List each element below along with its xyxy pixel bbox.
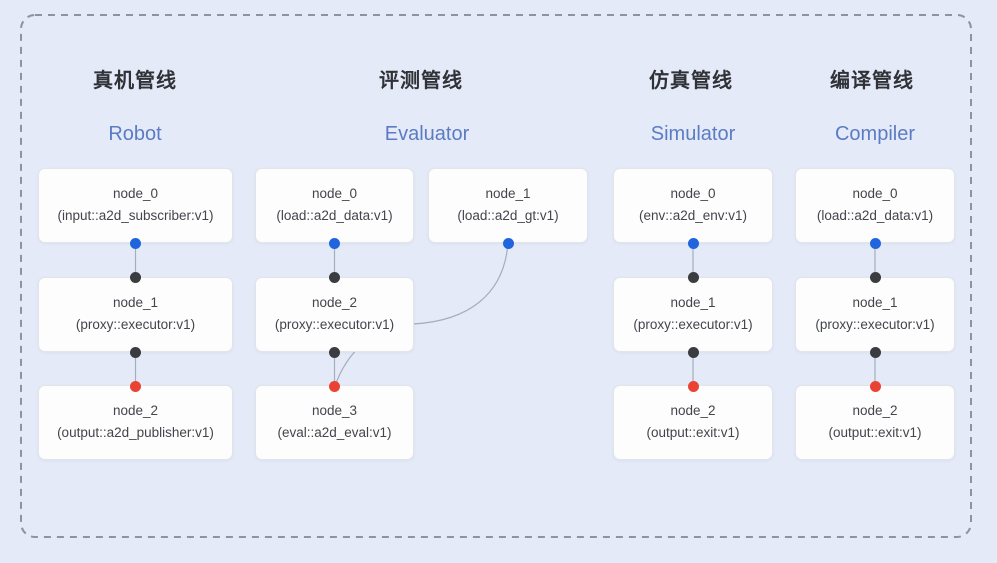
node-name: node_2 xyxy=(311,295,358,310)
node-robot-0: node_0 (input::a2d_subscriber:v1) xyxy=(38,168,233,243)
node-name: node_1 xyxy=(852,295,898,310)
port-dot-black-icon xyxy=(687,272,699,283)
port-dot-blue-icon xyxy=(687,237,699,249)
node-type: (load::a2d_gt:v1) xyxy=(457,208,559,223)
node-type: (output::a2d_publisher:v1) xyxy=(57,425,214,440)
pipeline-title-zh-compiler: 编译管线 xyxy=(830,70,914,92)
node-simulator-2: node_2 (output::exit:v1) xyxy=(613,385,773,460)
port-dot-black-icon xyxy=(329,346,340,358)
node-evaluator-2: node_2 (proxy::executor:v1) xyxy=(255,277,414,352)
node-evaluator-1: node_1 (load::a2d_gt:v1) xyxy=(428,168,588,243)
node-name: node_0 xyxy=(112,186,159,201)
port-dot-black-icon xyxy=(869,272,881,283)
port-dot-red-icon xyxy=(329,380,340,392)
node-robot-1: node_1 (proxy::executor:v1) xyxy=(38,277,233,352)
node-type: (proxy::executor:v1) xyxy=(274,317,395,332)
port-dot-black-icon xyxy=(869,346,881,358)
node-compiler-2: node_2 (output::exit:v1) xyxy=(795,385,955,460)
node-type: (proxy::executor:v1) xyxy=(633,317,753,332)
node-type: (output::exit:v1) xyxy=(646,425,740,440)
pipeline-title-zh-evaluator: 评测管线 xyxy=(379,70,463,92)
node-name: node_3 xyxy=(311,403,358,418)
node-compiler-1: node_1 (proxy::executor:v1) xyxy=(795,277,955,352)
node-type: (proxy::executor:v1) xyxy=(815,317,935,332)
node-type: (env::a2d_env:v1) xyxy=(638,208,748,223)
node-evaluator-3: node_3 (eval::a2d_eval:v1) xyxy=(255,385,414,460)
node-name: node_2 xyxy=(670,403,716,418)
node-name: node_0 xyxy=(852,186,898,201)
port-dot-blue-icon xyxy=(502,237,514,249)
node-name: node_0 xyxy=(311,186,358,201)
port-dot-blue-icon xyxy=(869,237,881,249)
node-type: (proxy::executor:v1) xyxy=(75,317,196,332)
pipeline-title-en-compiler: Compiler xyxy=(834,123,916,145)
node-simulator-1: node_1 (proxy::executor:v1) xyxy=(613,277,773,352)
node-name: node_1 xyxy=(670,295,716,310)
pipeline-title-en-simulator: Simulator xyxy=(650,123,736,145)
pipeline-title-en-robot: Robot xyxy=(108,123,162,145)
port-dot-blue-icon xyxy=(329,237,340,249)
port-dot-blue-icon xyxy=(130,237,141,249)
node-name: node_2 xyxy=(112,403,159,418)
pipeline-title-zh-simulator: 仿真管线 xyxy=(649,70,733,92)
port-dot-black-icon xyxy=(130,346,141,358)
node-type: (load::a2d_data:v1) xyxy=(276,208,393,223)
node-type: (input::a2d_subscriber:v1) xyxy=(57,208,214,223)
node-robot-2: node_2 (output::a2d_publisher:v1) xyxy=(38,385,233,460)
node-name: node_1 xyxy=(485,186,531,201)
node-name: node_1 xyxy=(112,295,159,310)
node-simulator-0: node_0 (env::a2d_env:v1) xyxy=(613,168,773,243)
pipeline-title-zh-robot: 真机管线 xyxy=(93,70,177,92)
node-type: (load::a2d_data:v1) xyxy=(816,208,934,223)
node-name: node_2 xyxy=(852,403,898,418)
port-dot-black-icon xyxy=(130,272,141,283)
port-dot-red-icon xyxy=(687,380,699,392)
port-dot-red-icon xyxy=(869,380,881,392)
node-compiler-0: node_0 (load::a2d_data:v1) xyxy=(795,168,955,243)
dashed-border xyxy=(20,14,972,538)
node-type: (eval::a2d_eval:v1) xyxy=(277,425,392,440)
port-dot-black-icon xyxy=(687,346,699,358)
node-evaluator-0: node_0 (load::a2d_data:v1) xyxy=(255,168,414,243)
node-name: node_0 xyxy=(670,186,716,201)
port-dot-black-icon xyxy=(329,272,340,283)
pipeline-title-en-evaluator: Evaluator xyxy=(384,123,470,145)
node-type: (output::exit:v1) xyxy=(828,425,922,440)
port-dot-red-icon xyxy=(130,380,141,392)
